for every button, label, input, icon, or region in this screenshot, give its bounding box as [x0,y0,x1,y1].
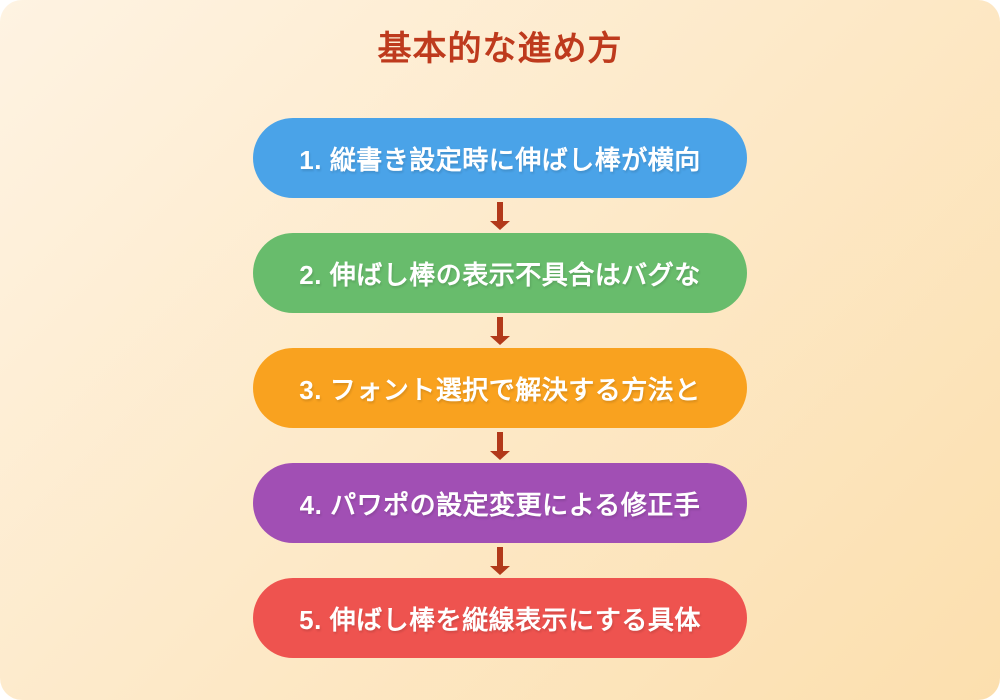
step-label: 5. 伸ばし棒を縦線表示にする具体 [299,604,701,635]
down-arrow-icon [490,313,510,348]
page-title: 基本的な進め方 [377,30,623,68]
steps-container: 1. 縦書き設定時に伸ばし棒が横向 2. 伸ばし棒の表示不具合はバグな 3. フ… [0,118,1000,658]
step-label: 3. フォント選択で解決する方法と [299,374,701,405]
down-arrow-stem [497,431,503,451]
down-arrow-stem [497,316,503,336]
step-label: 4. パワポの設定変更による修正手 [299,489,701,520]
down-arrow-icon [490,428,510,463]
step-box: 1. 縦書き設定時に伸ばし棒が横向 [253,118,747,198]
step-box: 2. 伸ばし棒の表示不具合はバグな [253,233,747,313]
down-arrow-stem [497,201,503,221]
down-arrow-head [490,450,510,460]
down-arrow-stem [497,546,503,566]
down-arrow-head [490,335,510,345]
down-arrow-head [490,565,510,575]
step-label: 2. 伸ばし棒の表示不具合はバグな [299,259,701,290]
down-arrow-icon [490,543,510,578]
step-box: 4. パワポの設定変更による修正手 [253,463,747,543]
down-arrow-icon [490,198,510,233]
step-box: 5. 伸ばし棒を縦線表示にする具体 [253,578,747,658]
step-box: 3. フォント選択で解決する方法と [253,348,747,428]
step-label: 1. 縦書き設定時に伸ばし棒が横向 [299,144,701,175]
down-arrow-head [490,220,510,230]
